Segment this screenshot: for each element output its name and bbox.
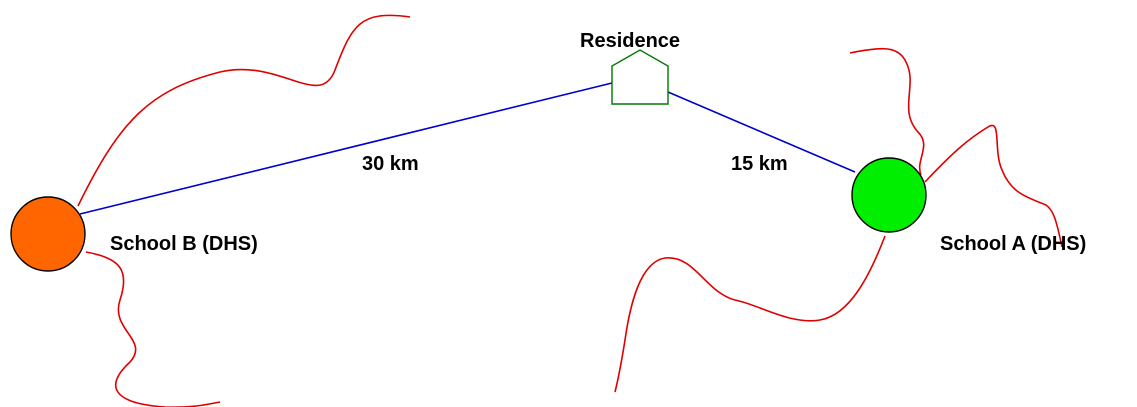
boundary-line-b-top	[77, 14, 411, 207]
school-a-label: School A (DHS)	[940, 233, 1086, 255]
school-a-marker	[851, 157, 927, 233]
residence-house-icon	[611, 49, 669, 105]
boundary-line-a-top	[849, 47, 925, 176]
distance-label-school-b: 30 km	[362, 153, 419, 175]
route-to-school-b	[79, 82, 613, 215]
residence-label: Residence	[580, 30, 680, 52]
school-b-marker	[10, 196, 86, 272]
distance-label-school-a: 15 km	[731, 153, 788, 175]
routes	[79, 82, 856, 215]
boundary-line-b-bottom	[85, 251, 221, 407]
boundary-line-a-bottom	[614, 235, 886, 393]
route-to-school-a	[667, 91, 856, 173]
boundary-line-a-right	[924, 124, 1063, 248]
school-b-label: School B (DHS)	[110, 233, 258, 255]
boundary-lines	[77, 14, 1063, 407]
